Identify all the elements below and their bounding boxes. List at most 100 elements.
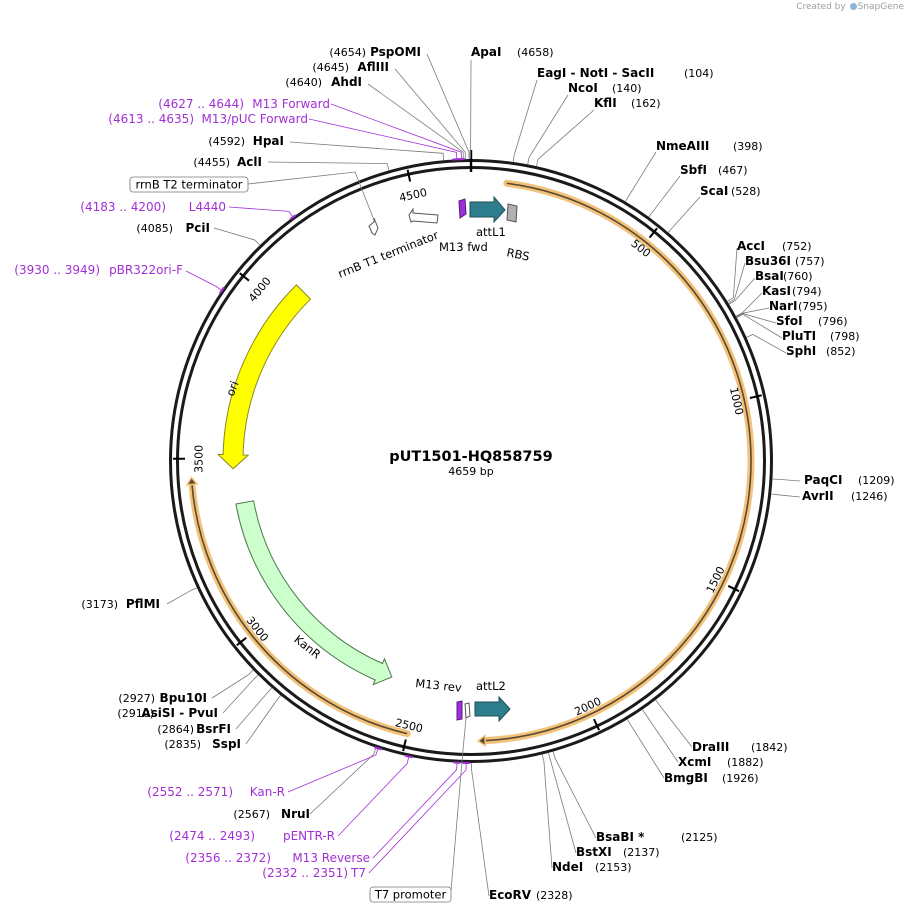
enzyme-label: NdeI — [552, 860, 583, 874]
enzyme-label: PluTI — [782, 329, 816, 343]
enzyme-label: HpaI — [253, 134, 284, 148]
kanr-feature — [235, 500, 393, 686]
enzyme-position: (2835) — [164, 738, 201, 751]
enzyme-position: (795) — [798, 300, 828, 313]
enzyme-position: (2864) — [157, 723, 194, 736]
rrnb-t2-leader-line — [247, 171, 375, 221]
primer-range: (4613 .. 4635) — [108, 112, 194, 126]
primer-label: pENTR-R — [283, 829, 335, 843]
enzyme-position: (760) — [783, 270, 813, 283]
tick-4500 — [406, 169, 412, 182]
enzyme-label: KasI — [762, 284, 791, 298]
primer-mark — [218, 286, 225, 295]
enzyme-position: (528) — [731, 185, 761, 198]
enzyme-position: (852) — [826, 345, 856, 358]
enzyme-label: EcoRV — [489, 888, 532, 902]
rrnb-t1-feature — [408, 207, 439, 224]
primer-range: (2332 .. 2351) — [262, 866, 348, 880]
enzyme-label: BsaI — [755, 269, 784, 283]
enzyme-label: SbfI — [680, 163, 707, 177]
primer-leader-line — [185, 270, 223, 291]
enzyme-leader-line — [309, 747, 377, 815]
leader-lines — [166, 53, 801, 897]
rbs-label: RBS — [505, 245, 530, 263]
enzyme-leader-line — [728, 277, 756, 305]
primer-mark — [404, 754, 413, 759]
primer-leader-line — [337, 756, 410, 837]
enzyme-leader-line — [772, 478, 801, 482]
enzyme-position: (2125) — [681, 831, 718, 844]
primer-mark — [289, 214, 297, 220]
enzyme-leader-line — [771, 493, 801, 498]
t7-promoter-label-text: T7 promoter — [374, 888, 447, 902]
tick-label-4500: 4500 — [398, 186, 428, 205]
primer-range: (2552 .. 2571) — [147, 785, 233, 799]
enzyme-leader-line — [211, 669, 254, 699]
enzyme-position: (752) — [782, 240, 812, 253]
enzyme-label: NarI — [769, 299, 798, 313]
tick-4000 — [239, 272, 250, 282]
enzyme-position: (2910) — [117, 707, 154, 720]
snapgene-logo-icon — [849, 3, 857, 10]
enzyme-position: (4654) — [329, 46, 366, 59]
attl2-feature — [474, 695, 511, 723]
enzyme-label: DraIII — [692, 740, 729, 754]
cds-arrow-left-head — [185, 476, 199, 486]
t7-promoter-label: T7 promoter — [369, 886, 452, 903]
enzyme-position: (2328) — [536, 889, 573, 902]
enzyme-position: (4645) — [312, 61, 349, 74]
enzyme-label: BsaBI * — [596, 830, 645, 844]
t7-promoter-leader-line — [450, 717, 467, 892]
enzyme-position: (1209) — [858, 474, 895, 487]
attribution-prefix: Created by — [796, 2, 846, 12]
enzyme-leader-line — [655, 699, 693, 748]
enzyme-position: (4085) — [136, 222, 173, 235]
primer-mark — [374, 746, 383, 751]
tick-2500 — [402, 739, 407, 752]
m13-fwd-feature — [458, 198, 467, 219]
enzyme-label: PaqCI — [804, 473, 842, 487]
enzyme-leader-line — [289, 141, 445, 161]
enzyme-leader-line — [667, 196, 701, 233]
enzyme-label: PspOMI — [370, 45, 421, 59]
primer-range: (3930 .. 3949) — [14, 263, 100, 277]
primer-range: (2356 .. 2372) — [185, 851, 271, 865]
enzyme-position: (140) — [612, 82, 642, 95]
enzyme-position: (4592) — [208, 135, 245, 148]
enzyme-label: XcmI — [678, 755, 711, 769]
primer-label: M13 Forward — [252, 97, 330, 111]
enzyme-position: (4455) — [193, 156, 230, 169]
enzyme-position: (3173) — [81, 598, 118, 611]
enzyme-leader-line — [625, 151, 657, 202]
enzyme-label: NcoI — [568, 81, 598, 95]
tick-label-500: 500 — [629, 237, 654, 260]
enzyme-position: (2927) — [118, 692, 155, 705]
enzyme-leader-line — [527, 94, 569, 165]
enzyme-label: Bsu36I — [745, 254, 791, 268]
enzyme-label: SfoI — [776, 314, 803, 328]
enzyme-label: AccI — [737, 239, 765, 253]
primer-label: Kan-R — [250, 785, 285, 799]
tick-label-2500: 2500 — [394, 716, 424, 735]
enzyme-label: AhdI — [331, 75, 362, 89]
tick-1500 — [727, 585, 740, 593]
enzyme-leader-line — [367, 83, 464, 160]
enzyme-position: (398) — [733, 140, 763, 153]
enzyme-label: KflI — [594, 96, 617, 110]
enzyme-leader-line — [736, 313, 777, 324]
insert-highlight — [185, 179, 755, 748]
tick-label-1000: 1000 — [727, 386, 746, 416]
enzyme-position: (162) — [631, 97, 661, 110]
enzyme-label: ApaI — [471, 45, 501, 59]
plasmid-name: pUT1501-HQ858759 — [389, 449, 552, 465]
primer-leader-line — [372, 762, 458, 859]
primer-range: (4627 .. 4644) — [158, 97, 244, 111]
attl1-feature — [469, 195, 506, 224]
enzyme-position: (757) — [795, 255, 825, 268]
enzyme-leader-line — [548, 752, 577, 854]
tick-label-3500: 3500 — [192, 445, 205, 473]
enzyme-leader-line — [471, 763, 490, 897]
primer-leader-line — [228, 206, 294, 218]
attl2-label: attL2 — [476, 679, 506, 693]
